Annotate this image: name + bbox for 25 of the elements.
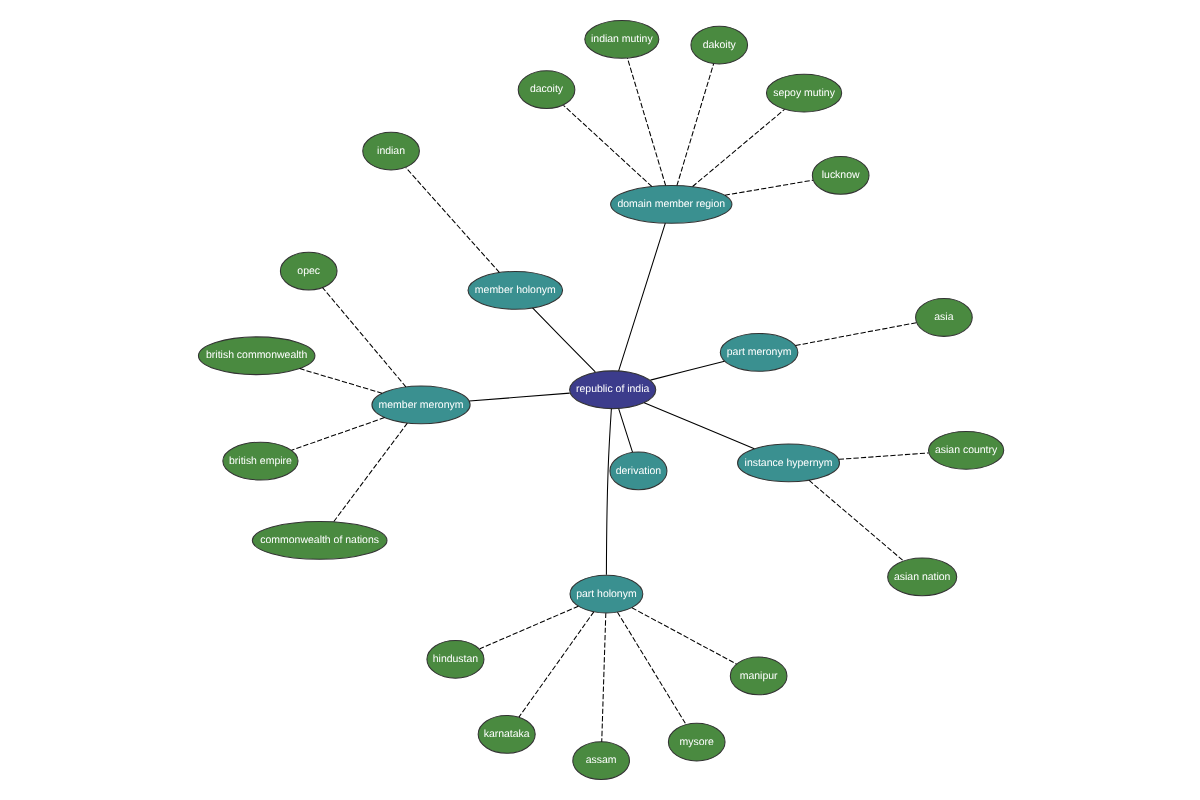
connector [723, 179, 813, 196]
connector [290, 417, 385, 451]
connector [404, 167, 499, 273]
connector [691, 108, 785, 187]
connector [617, 222, 665, 372]
connector [298, 368, 382, 394]
connector [604, 408, 611, 576]
connector [517, 611, 594, 718]
connector [321, 287, 406, 388]
connector [625, 57, 666, 186]
connector [561, 104, 652, 187]
connector [478, 605, 578, 650]
connector [332, 422, 407, 523]
connector [467, 392, 570, 402]
connector [675, 63, 714, 186]
connector [531, 307, 595, 373]
connector [617, 408, 633, 453]
connector [600, 612, 606, 743]
connector [615, 611, 686, 725]
connector [630, 607, 737, 665]
connector [837, 452, 929, 460]
connector [794, 322, 916, 346]
connector [648, 360, 725, 381]
connector [642, 402, 754, 450]
connector [807, 479, 904, 562]
